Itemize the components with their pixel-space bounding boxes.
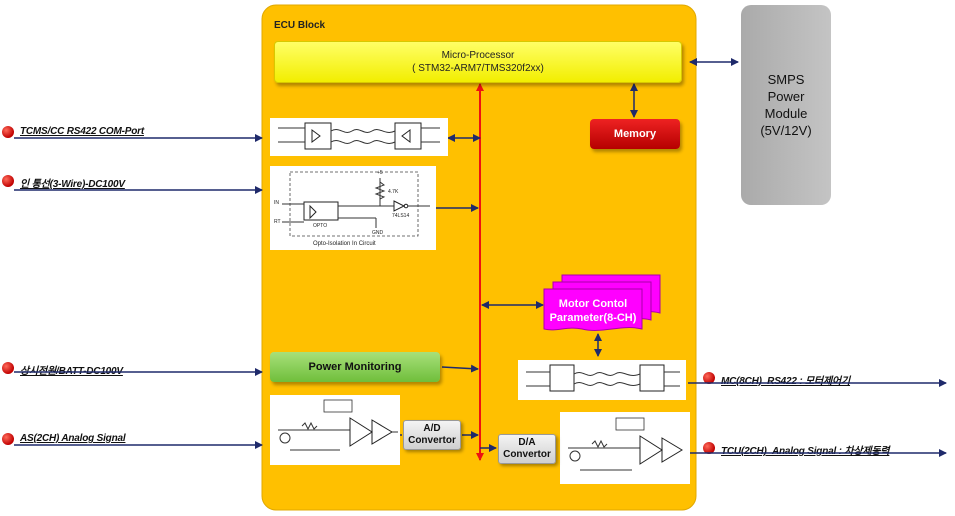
rs422-schematic-lower: [518, 360, 686, 400]
input-label-train-line: 인 통선(3-Wire)-DC100V: [20, 179, 125, 190]
smps-line1: SMPS: [767, 72, 805, 87]
micro-processor-model: ( STM32-ARM7/TMS320f2xx): [412, 63, 544, 74]
opto-gate-label: 74LS14: [392, 213, 410, 219]
arrow-power-bus: [441, 364, 479, 373]
output-label-mc: MC(8CH)_RS422 : 모터제어기: [721, 376, 851, 387]
micro-processor-block: Micro-Processor ( STM32-ARM7/TMS320f2xx): [274, 41, 682, 83]
opto-in-pin: IN: [274, 200, 279, 206]
analog-output-schematic: [560, 412, 690, 484]
opto-vcc-label: +5: [377, 170, 383, 176]
da-convertor-block: D/A Convertor: [498, 434, 556, 464]
opto-resistor-label: 4.7K: [388, 189, 399, 195]
output-marker-tcu: [703, 442, 715, 454]
memory-block: Memory: [590, 119, 680, 149]
opto-isolation-schematic: [270, 166, 436, 250]
power-monitoring-label: Power Monitoring: [308, 361, 402, 373]
analog-input-schematic: [270, 395, 400, 465]
opto-component-label: OPTO: [313, 223, 328, 229]
input-marker-train-line: [2, 175, 14, 187]
da-convertor-line2: Convertor: [503, 449, 551, 460]
smps-line2: Power: [767, 89, 805, 104]
smps-line4: (5V/12V): [760, 123, 812, 138]
motor-param-label: Motor Contol Parameter(8-CH): [541, 297, 645, 325]
input-label-tcms: TCMS/CC RS422 COM-Port: [20, 126, 144, 137]
rs422-schematic-upper: [270, 118, 448, 156]
ad-convertor-line1: A/D: [423, 423, 441, 434]
motor-param-line2: Parameter(8-CH): [549, 312, 637, 324]
output-label-tcu: TCU(2CH)_Analog Signal : 차상제동력: [721, 446, 890, 457]
memory-label: Memory: [613, 128, 657, 140]
ad-convertor-line2: Convertor: [408, 435, 456, 446]
input-marker-tcms: [2, 126, 14, 138]
opto-gnd-label: GND: [372, 230, 384, 236]
power-monitoring-block: Power Monitoring: [270, 352, 440, 382]
smps-line3: Module: [764, 106, 808, 121]
opto-caption: Opto-Isolation In Circuit: [313, 241, 376, 247]
motor-param-line1: Motor Contol: [558, 298, 628, 310]
da-convertor-line1: D/A: [518, 437, 536, 448]
opto-rt-pin: RT: [274, 219, 281, 225]
ecu-title: ECU Block: [274, 20, 326, 31]
micro-processor-title: Micro-Processor: [441, 50, 515, 61]
input-label-analog: AS(2CH) Analog Signal: [20, 433, 126, 444]
output-marker-mc: [703, 372, 715, 384]
input-marker-battery: [2, 362, 14, 374]
input-marker-analog: [2, 433, 14, 445]
smps-power-module: SMPS Power Module (5V/12V): [741, 5, 831, 205]
motor-param-stack: [543, 274, 661, 331]
ad-convertor-block: A/D Convertor: [403, 420, 461, 450]
